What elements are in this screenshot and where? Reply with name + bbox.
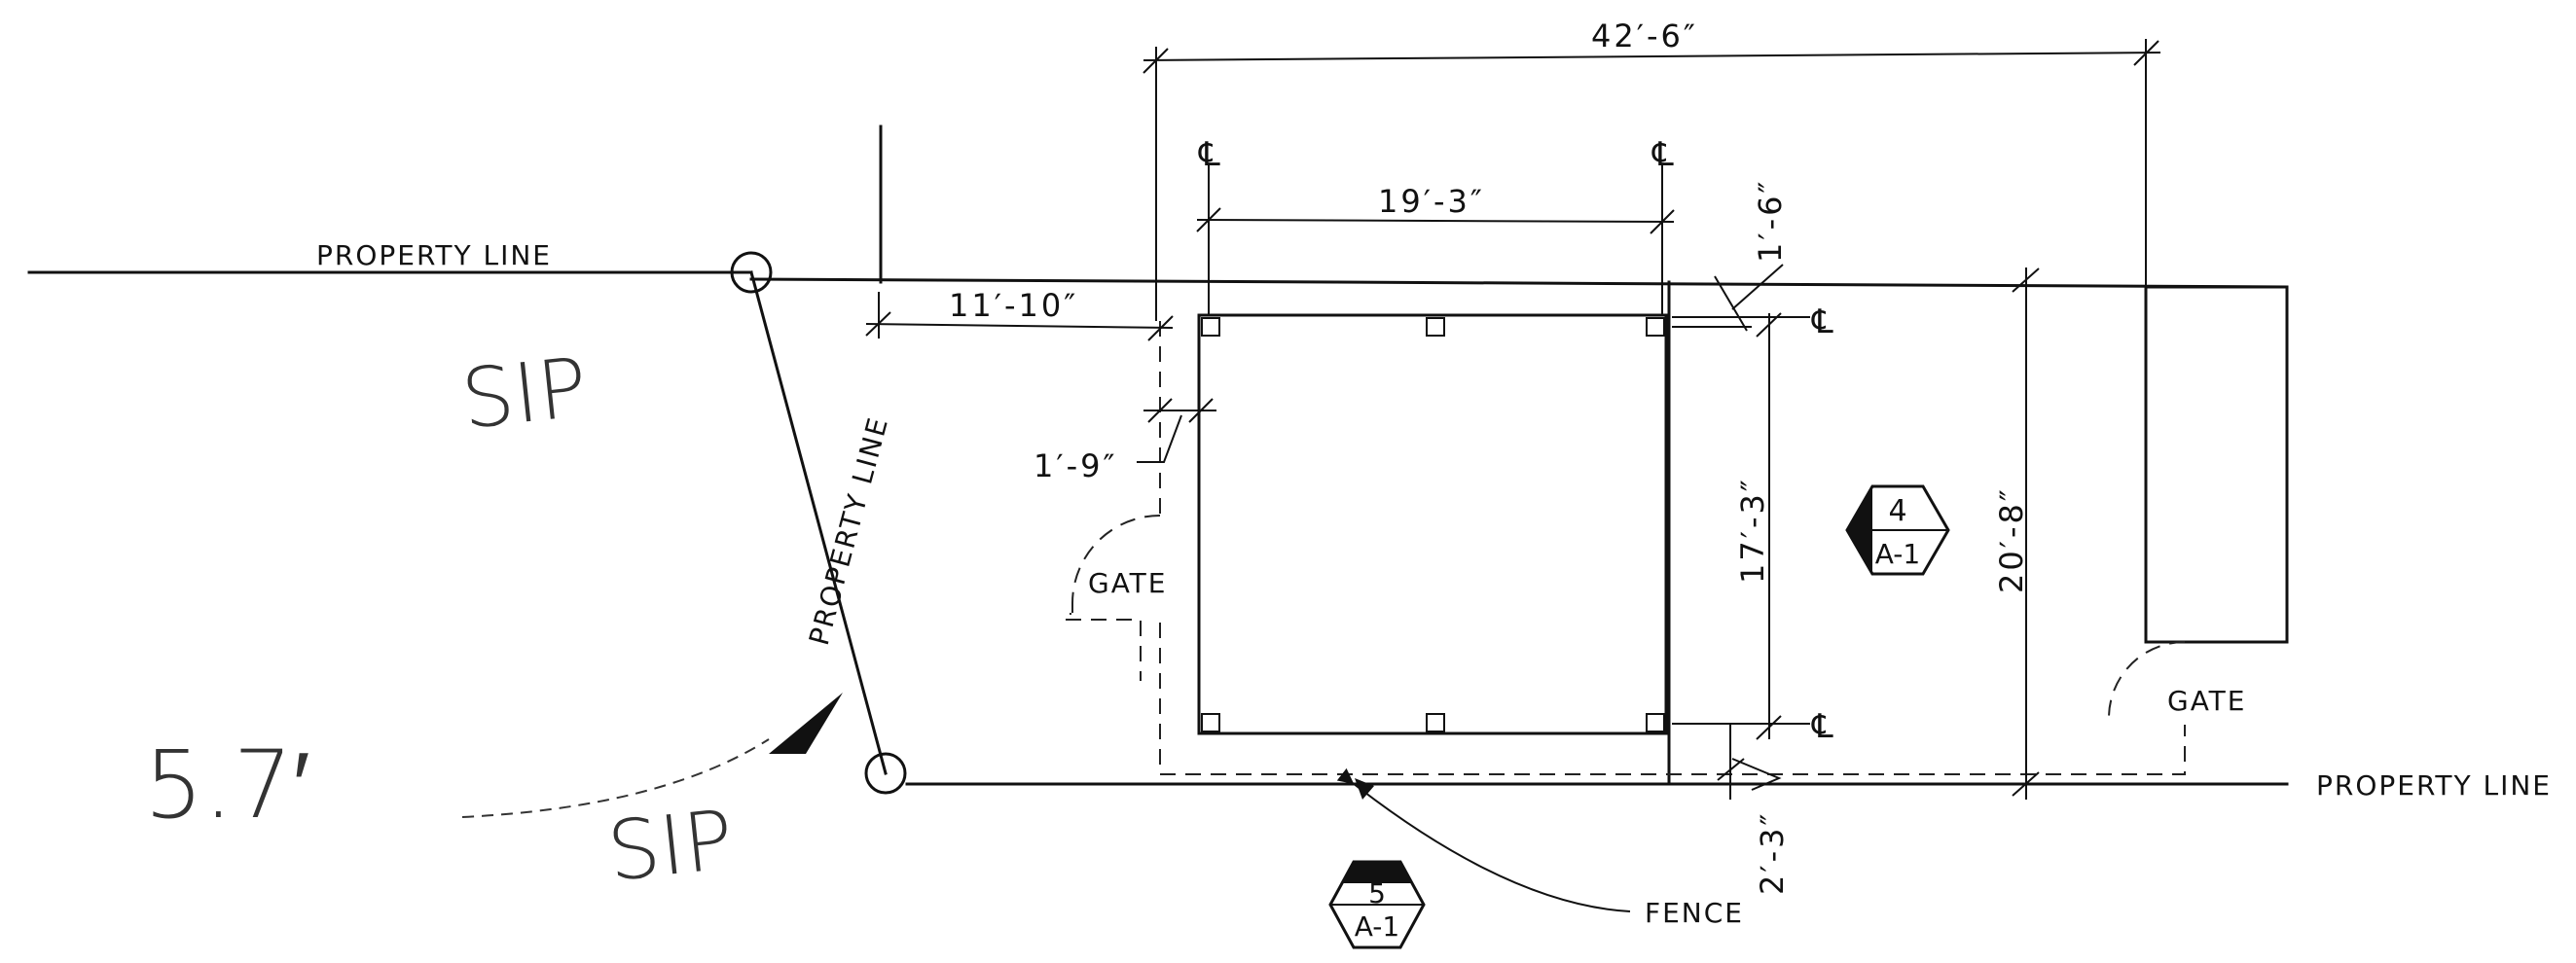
- column-n: [1426, 317, 1445, 337]
- section-marker-4: 4 A-1: [1845, 484, 1950, 576]
- dimension-top-offset: 1′-6″ ℄: [1672, 179, 1833, 341]
- dimension-column-span-text: 19′-3″: [1378, 183, 1485, 220]
- column-se: [1646, 713, 1665, 732]
- sip-top-label: SIP: [457, 339, 592, 447]
- dimension-bottom-offset: 2′-3″ ℄: [1672, 707, 1833, 895]
- survey-pin-bottom: [864, 752, 907, 795]
- gate-right-label: GATE: [2167, 685, 2246, 717]
- property-line-diagonal-label: PROPERTY LINE: [803, 413, 895, 649]
- fence-label: FENCE: [1645, 897, 1744, 929]
- centerline-top-symbol: ℄: [1811, 303, 1833, 341]
- section-marker-5-number: 5: [1368, 877, 1386, 910]
- centerline-left-symbol: ℄: [1198, 135, 1220, 174]
- centerline-bottom-symbol: ℄: [1811, 707, 1833, 746]
- distance-arrow-curve: [461, 738, 770, 818]
- dimension-lot-depth-text: 20′-8″: [1993, 486, 2030, 593]
- sip-bottom-label: SIP: [603, 792, 738, 900]
- slab-outline: [1197, 313, 1668, 735]
- section-marker-4-sheet: A-1: [1875, 538, 1920, 570]
- property-line-bottom-label: PROPERTY LINE: [2316, 769, 2552, 802]
- section-marker-5: 5 A-1: [1328, 860, 1426, 949]
- property-line-top-right: [749, 277, 2289, 289]
- dimension-left-offset: 1′-9″: [1034, 398, 1216, 484]
- dimension-overall-text: 42′-6″: [1591, 18, 1698, 54]
- property-line-diagonal: [749, 270, 888, 775]
- dimension-left-offset-text: 1′-9″: [1034, 447, 1117, 484]
- dimension-column-span: 19′-3″ ℄ ℄: [1196, 135, 1675, 315]
- dimension-overall: 42′-6″: [1143, 18, 2161, 321]
- section-marker-4-number: 4: [1888, 494, 1906, 528]
- centerline-right-symbol: ℄: [1651, 135, 1674, 174]
- fence-line: [1066, 321, 2186, 775]
- dimension-left-setback-text: 11′-10″: [949, 287, 1078, 324]
- column-s: [1426, 713, 1445, 732]
- dimension-top-offset-text: 1′-6″: [1752, 179, 1789, 263]
- property-line-top-label: PROPERTY LINE: [316, 239, 552, 271]
- gate-left-label: GATE: [1088, 567, 1167, 599]
- distance-annotation: 5.7′: [144, 731, 310, 839]
- dimension-left-setback: 11′-10″: [865, 287, 1174, 341]
- survey-pin-top: [730, 251, 773, 294]
- fence-leader: [1336, 767, 1631, 912]
- section-marker-5-sheet: A-1: [1355, 910, 1399, 943]
- dimension-lot-depth: 20′-8″: [1993, 268, 2040, 800]
- dimension-depth: 17′-3″: [1734, 312, 1782, 740]
- distance-arrow-head: [769, 693, 843, 754]
- dimension-depth-text: 17′-3″: [1734, 477, 1771, 584]
- column-nw: [1201, 317, 1220, 337]
- column-ne: [1646, 317, 1665, 337]
- dimension-bottom-offset-text: 2′-3″: [1754, 811, 1791, 895]
- fence-leader-arrow: [1355, 778, 1374, 800]
- building-footprint: [1197, 280, 1671, 785]
- adjacent-structure-hatch: [2144, 285, 2289, 644]
- property-lines: [27, 125, 2289, 795]
- column-sw: [1201, 713, 1220, 732]
